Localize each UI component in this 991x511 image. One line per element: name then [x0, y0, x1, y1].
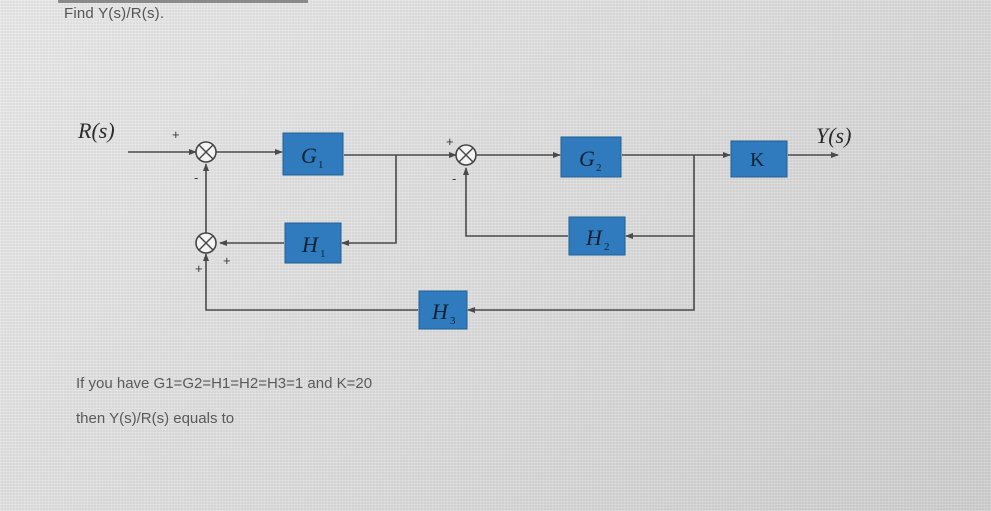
svg-text:H: H — [585, 225, 603, 250]
block-h3: H 3 — [418, 290, 468, 330]
summing-junction-3 — [455, 144, 477, 166]
h2-feedback-wire — [625, 155, 695, 239]
svg-text:H: H — [431, 299, 449, 324]
h3-to-s2-wire — [203, 253, 418, 311]
ask-text: then Y(s)/R(s) equals to — [76, 410, 235, 427]
summing-junction-2 — [195, 232, 217, 254]
svg-text:2: 2 — [604, 241, 610, 253]
s1-minus-sign: - — [194, 170, 198, 185]
block-h2: H 2 — [568, 216, 626, 256]
s1-plus-sign: + — [172, 127, 180, 142]
block-g1: G 1 — [282, 132, 344, 176]
svg-text:G: G — [579, 146, 595, 171]
s2-plus-sign-right: + — [223, 253, 231, 268]
input-signal-label: R(s) — [77, 118, 115, 143]
h2-to-s3-wire — [463, 167, 568, 237]
summing-junction-1 — [195, 141, 217, 163]
svg-text:K: K — [750, 149, 765, 171]
h3-feedback-wire — [467, 236, 695, 313]
svg-text:H: H — [301, 232, 319, 257]
condition-text: If you have G1=G2=H1=H2=H3=1 and K=20 — [76, 375, 373, 392]
svg-text:2: 2 — [596, 162, 602, 174]
s2-plus-sign-bottom: + — [195, 261, 203, 276]
h1-feedback-wire — [341, 155, 397, 246]
svg-text:1: 1 — [318, 159, 324, 171]
output-signal-label: Y(s) — [816, 123, 851, 148]
s3-plus-sign: + — [446, 134, 454, 149]
top-divider — [58, 0, 308, 3]
question-text: Find Y(s)/R(s). — [64, 5, 165, 22]
svg-text:G: G — [301, 143, 317, 168]
svg-text:1: 1 — [320, 248, 326, 260]
block-h1: H 1 — [284, 222, 342, 264]
s3-minus-sign: - — [452, 171, 456, 186]
block-g2: G 2 — [560, 136, 622, 178]
svg-text:3: 3 — [450, 315, 456, 327]
block-k: K — [730, 140, 788, 178]
